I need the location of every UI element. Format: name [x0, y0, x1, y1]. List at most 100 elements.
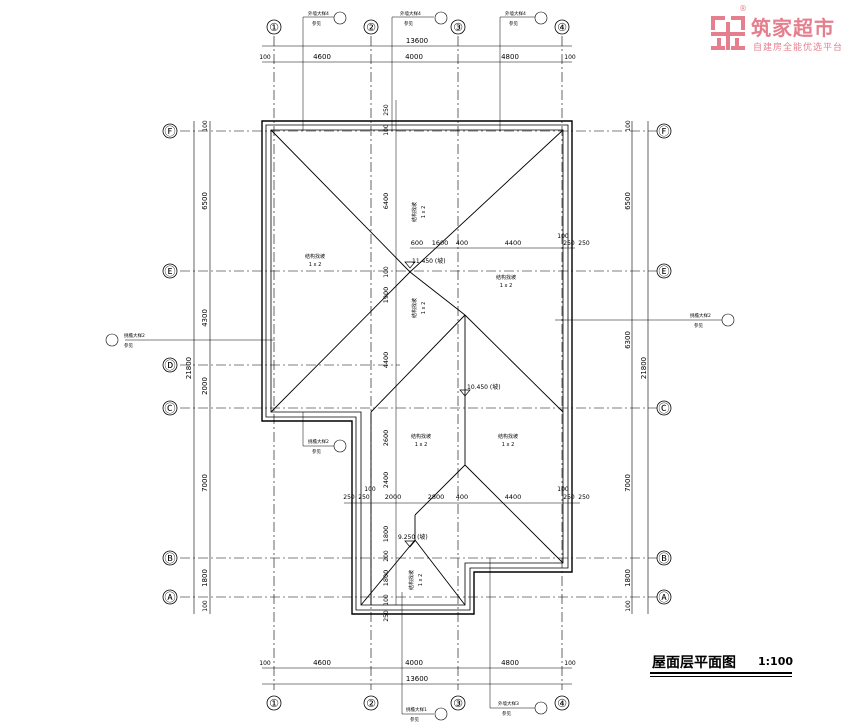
detail-callout-circles	[105, 11, 735, 721]
axis-label-c-right: Ⓒ	[659, 402, 670, 415]
slope-ratio-right: 1 x 2	[500, 283, 513, 289]
dim-right-seg-2: 6300	[624, 331, 632, 349]
axis-label-3-bottom: ③	[453, 697, 463, 710]
dim-inner-v-4400: 4400	[382, 352, 390, 369]
axis-bubbles-x	[266, 19, 570, 711]
slope-ratio-mid-l: 1 x 2	[415, 442, 428, 448]
dim-inner-v-1800a: 1800	[382, 526, 390, 543]
axis-label-b-right: Ⓑ	[659, 552, 670, 565]
dim-inner-b-250a: 250	[343, 494, 355, 501]
dim-right-seg-4: 1800	[624, 569, 632, 587]
brand-reg-mark: ®	[739, 4, 747, 13]
axis-label-d-left: Ⓓ	[165, 359, 176, 372]
callout-top-1-ref: 参见	[312, 20, 321, 27]
axis-label-2-top: ②	[366, 21, 376, 34]
callout-right: 挑檐大样2	[690, 312, 711, 319]
dim-right-seg-3: 7000	[624, 474, 632, 492]
axis-bubbles-y	[162, 123, 672, 605]
dim-inner-a-4400: 4400	[505, 239, 522, 247]
slope-label-right: 结构找坡	[496, 274, 516, 281]
callout-left-ref: 参见	[124, 342, 133, 349]
dim-bottom-seg-3: 4800	[501, 659, 519, 667]
dim-inner-v-2600: 2600	[382, 430, 390, 447]
axis-label-4-top: ④	[557, 21, 567, 34]
dim-inner-v-1800b: 1800	[382, 570, 390, 587]
callout-mid-left: 挑檐大样2	[308, 438, 329, 445]
dim-inner-b-2800: 2800	[428, 493, 445, 501]
elevation-ridge-top: 11.450 (坡)	[412, 257, 446, 265]
dim-right-total: 21800	[640, 357, 648, 379]
slope-label-mid-l: 结构找坡	[411, 433, 431, 440]
dim-inner-a-100: 100	[557, 233, 569, 240]
axis-label-e-right: Ⓔ	[659, 265, 670, 278]
dim-bottom-total: 13600	[406, 675, 428, 683]
callout-bottom-2: 外墙大样3	[498, 700, 519, 707]
axis-label-a-left: Ⓐ	[165, 591, 176, 604]
dim-inner-b-250b: 250	[358, 494, 370, 501]
dim-bottom-edge-right: 100	[564, 660, 576, 667]
dim-inner-a-600: 600	[411, 239, 423, 247]
dim-top-total: 13600	[406, 37, 428, 45]
axis-gridlines	[180, 36, 662, 690]
brand-logo: ® 筑家超市 自建房全能优选平台	[709, 4, 842, 60]
elevation-ridge-low: 9.250 (坡)	[398, 533, 428, 541]
dim-top-edge-right: 100	[564, 54, 576, 61]
axis-label-3-top: ③	[453, 21, 463, 34]
callout-bottom-1-ref: 参见	[410, 716, 419, 723]
slope-label-mid-r: 结构找坡	[498, 433, 518, 440]
title-underline-thin	[650, 676, 792, 677]
slope-ratio-mid-r: 1 x 2	[502, 442, 515, 448]
dim-left-seg-2: 4300	[201, 309, 209, 327]
drawing-title: 屋面层平面图	[652, 655, 736, 671]
slope-label-left: 结构找坡	[305, 253, 325, 260]
dim-top-seg-1: 4600	[313, 53, 331, 61]
dim-inner-b-250r1: 250	[563, 494, 575, 501]
dim-inner-a-250b: 250	[578, 240, 590, 247]
slope-ratio-low-v: 1 x 2	[418, 574, 424, 587]
dim-left-seg-4: 7000	[201, 474, 209, 492]
inner-dim-lines	[344, 100, 580, 605]
dim-inner-a-250a: 250	[563, 240, 575, 247]
callout-bottom-1: 挑檐大样1	[406, 706, 427, 713]
dim-inner-v-100-low: 100	[383, 594, 390, 606]
callout-top-1: 外墙大样4	[308, 10, 329, 17]
callout-mid-left-ref: 参见	[312, 448, 321, 455]
slope-label-low-v: 结构找坡	[408, 570, 415, 590]
drawing-scale: 1:100	[758, 655, 794, 668]
detail-callout-lines	[125, 16, 722, 715]
callout-top-2: 外墙大样4	[400, 10, 421, 17]
dim-inner-a-1600: 1600	[432, 239, 449, 247]
brand-logo-icon	[711, 16, 745, 50]
brand-slogan: 自建房全能优选平台	[753, 43, 843, 53]
callout-top-3-ref: 参见	[509, 20, 518, 27]
dim-inner-v-1900: 1900	[382, 287, 390, 304]
elevation-markers	[404, 261, 471, 548]
axis-label-1-bottom: ①	[269, 697, 279, 710]
dim-top-seg-3: 4800	[501, 53, 519, 61]
callout-left: 挑檐大样2	[124, 332, 145, 339]
slope-label-top-v: 结构找坡	[411, 202, 418, 222]
dim-inner-a-400: 400	[456, 239, 468, 247]
dim-inner-v-200: 200	[383, 550, 390, 562]
dim-right-seg-1: 6500	[624, 192, 632, 210]
dim-top-edge-left: 100	[259, 54, 271, 61]
slope-ratio-left: 1 x 2	[309, 262, 322, 268]
callout-right-ref: 参见	[694, 322, 703, 329]
dim-inner-b-400: 400	[456, 493, 468, 501]
roof-ridges	[270, 129, 564, 606]
dim-right-edge-bottom: 100	[625, 600, 632, 612]
slope-ratio-top-v: 1 x 2	[421, 206, 427, 219]
axis-label-c-left: Ⓒ	[165, 402, 176, 415]
dim-inner-b-100r: 100	[557, 486, 569, 493]
slope-labels: 结构找坡 1 x 2 结构找坡 1 x 2 结构找坡 1 x 2 结构找坡 1 …	[305, 253, 518, 448]
title-underline	[650, 672, 792, 674]
dim-left-seg-1: 6500	[201, 192, 209, 210]
slope-label-mid-v: 结构找坡	[411, 298, 418, 318]
axis-label-4-bottom: ④	[557, 697, 567, 710]
axis-label-a-right: Ⓐ	[659, 591, 670, 604]
dim-bottom-seg-1: 4600	[313, 659, 331, 667]
dim-left-edge-top: 100	[202, 120, 209, 132]
dim-bottom-seg-2: 4000	[405, 659, 423, 667]
axis-label-2-bottom: ②	[366, 697, 376, 710]
